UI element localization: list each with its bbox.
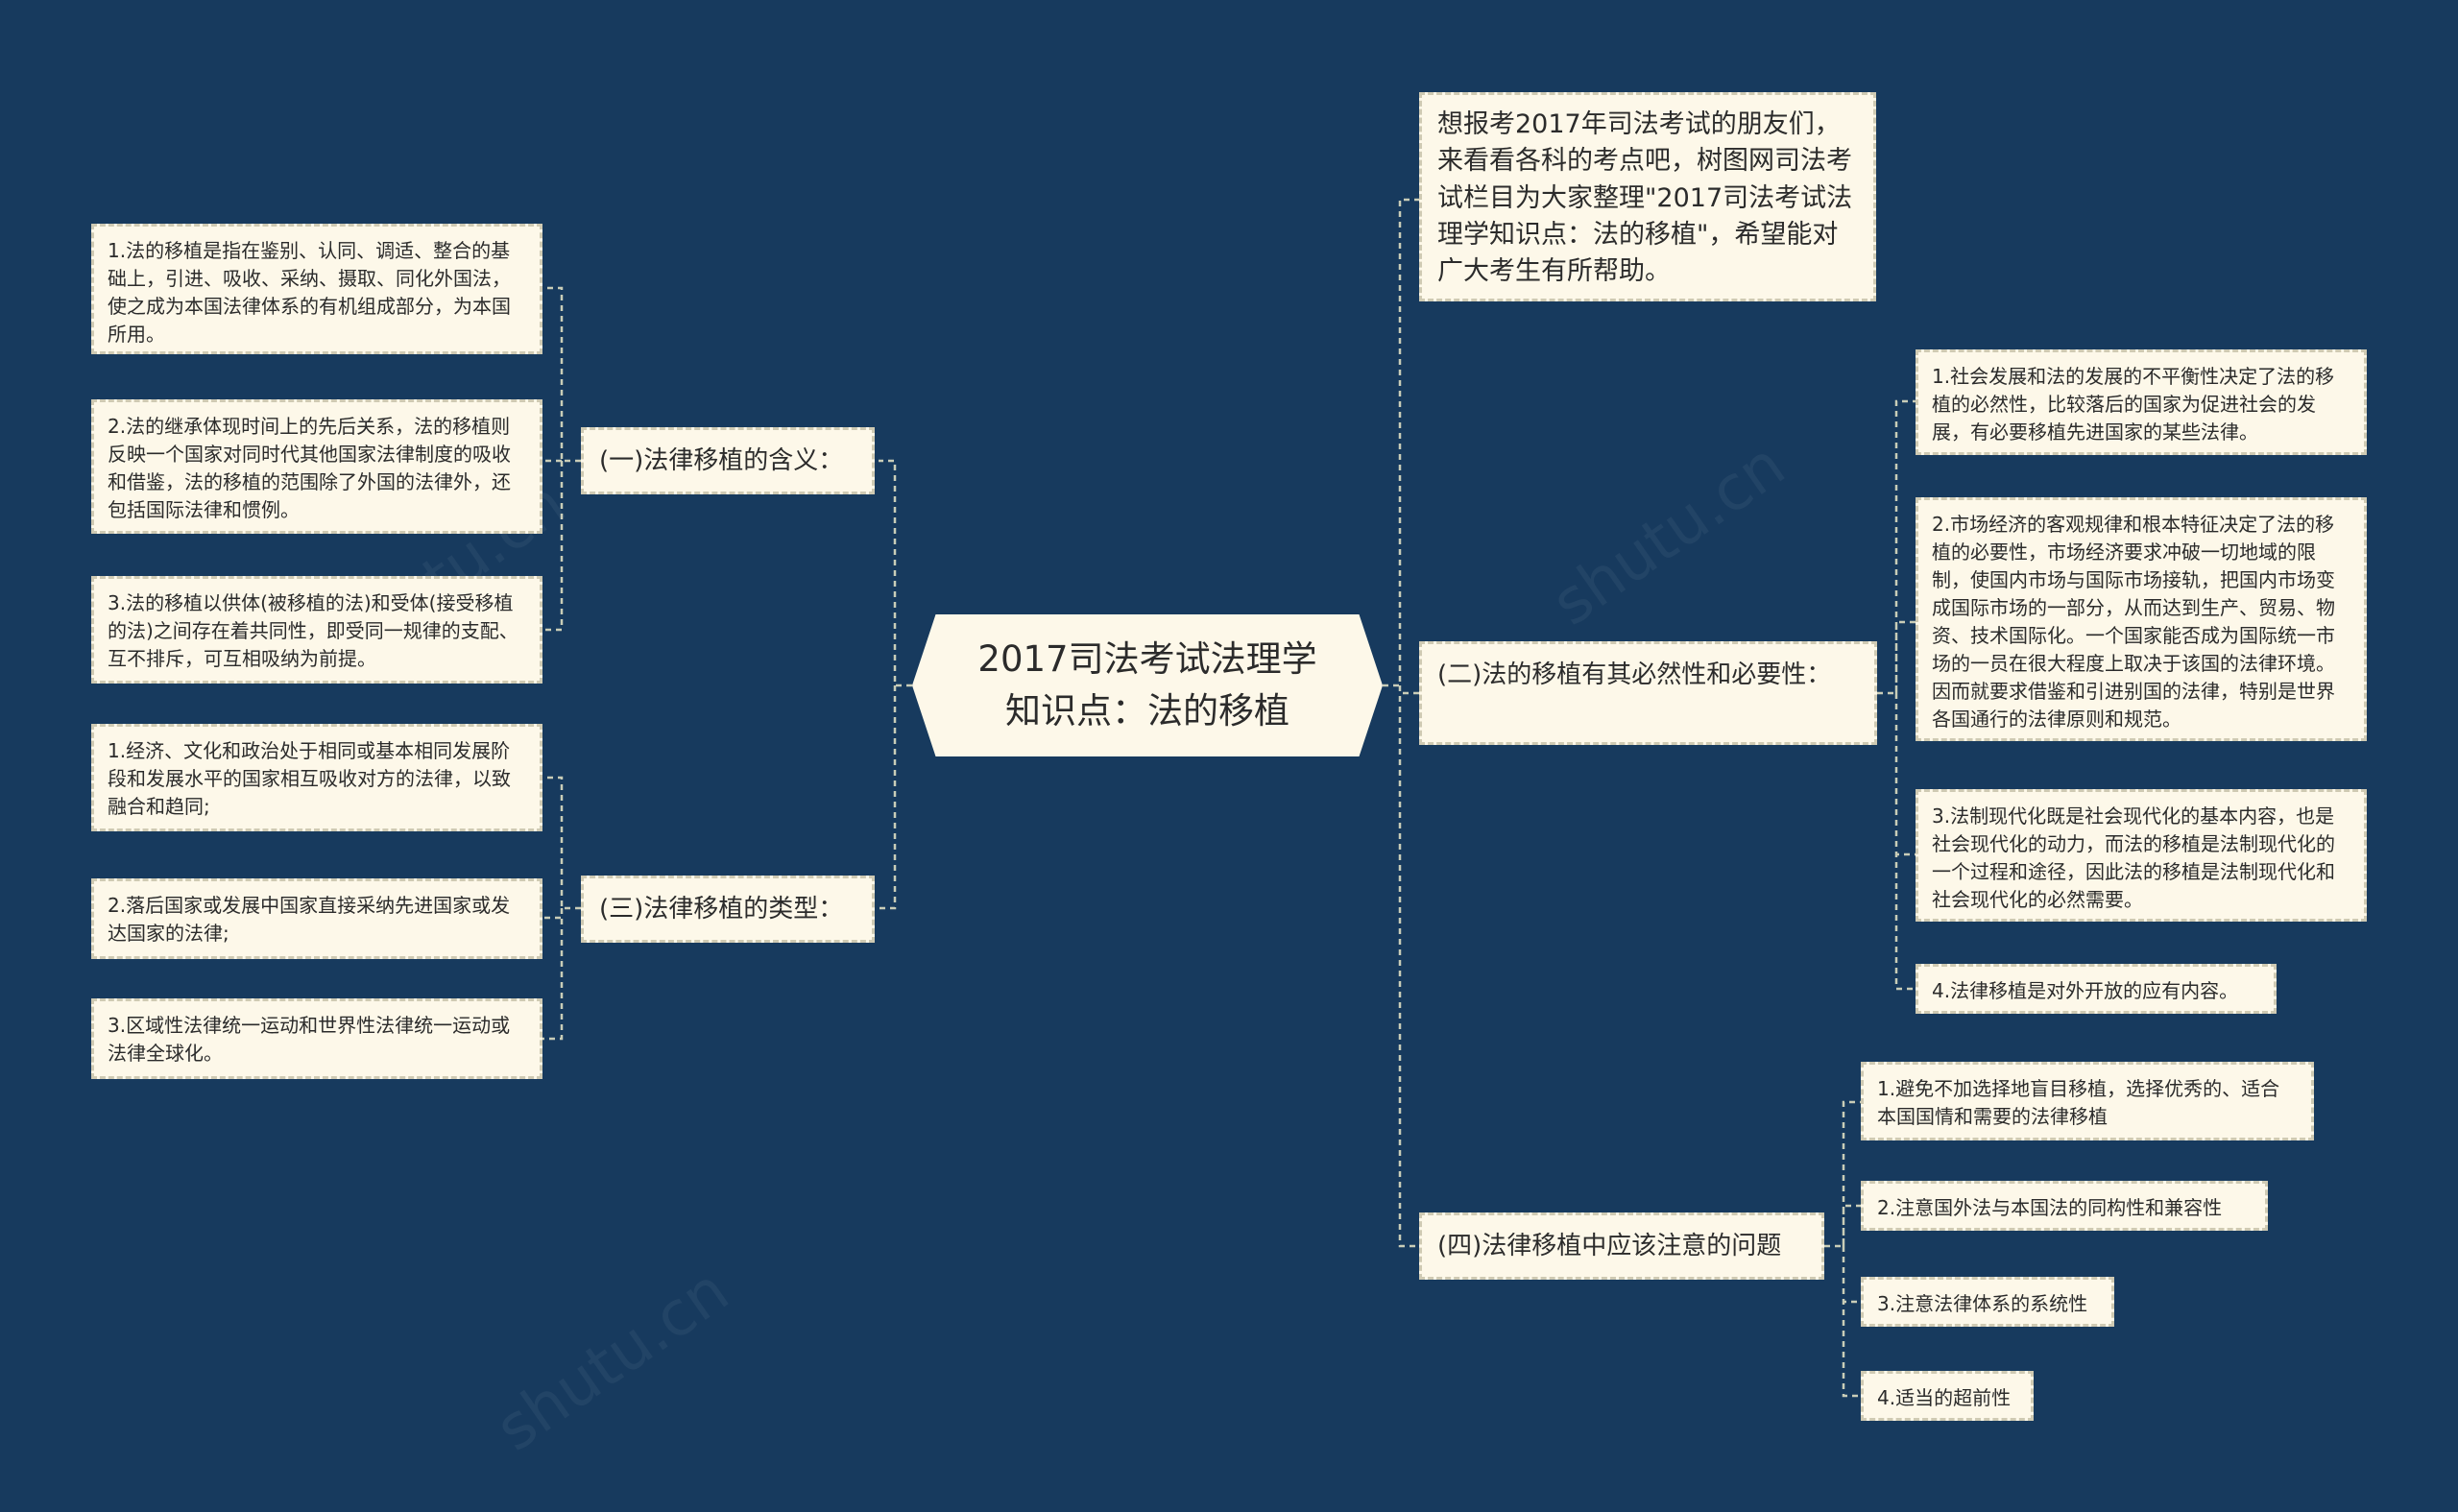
leaf-meaning-3[interactable]: 3.法的移植以供体(被移植的法)和受体(接受移植的法)之间存在着共同性，即受同一… (91, 576, 542, 684)
branch-meaning[interactable]: (一)法律移植的含义： (581, 427, 875, 494)
leaf-text: 4.法律移植是对外开放的应有内容。 (1932, 979, 2239, 1002)
leaf-notes-1[interactable]: 1.避免不加选择地盲目移植，选择优秀的、适合本国国情和需要的法律移植 (1861, 1062, 2314, 1140)
link-b3-leaves (542, 776, 581, 1041)
leaf-text: 1.社会发展和法的发展的不平衡性决定了法的移植的必然性，比较落后的国家为促进社会… (1932, 365, 2335, 444)
branch-types[interactable]: (三)法律移植的类型： (581, 876, 875, 943)
leaf-text: 3.注意法律体系的系统性 (1877, 1292, 2088, 1315)
leaf-text: 2.注意国外法与本国法的同构性和兼容性 (1877, 1196, 2223, 1219)
leaf-text: 1.法的移植是指在鉴别、认同、调适、整合的基础上，引进、吸收、采纳、摄取、同化外… (108, 239, 511, 346)
branch-label: (二)法的移植有其必然性和必要性： (1437, 660, 1832, 689)
leaf-meaning-2[interactable]: 2.法的继承体现时间上的先后关系，法的移植则反映一个国家对同时代其他国家法律制度… (91, 399, 542, 534)
link-b1-leaves (542, 286, 581, 632)
leaf-types-2[interactable]: 2.落后国家或发展中国家直接采纳先进国家或发达国家的法律; (91, 878, 542, 959)
branch-notes[interactable]: (四)法律移植中应该注意的问题 (1419, 1212, 1824, 1280)
leaf-text: 1.避免不加选择地盲目移植，选择优秀的、适合本国国情和需要的法律移植 (1877, 1077, 2280, 1128)
link-root-left (879, 459, 912, 910)
branch-label: (三)法律移植的类型： (599, 895, 844, 924)
leaf-text: 3.法制现代化既是社会现代化的基本内容，也是社会现代化的动力，而法的移植是法制现… (1932, 804, 2335, 911)
link-b2-leaves (1877, 399, 1916, 991)
leaf-necessity-4[interactable]: 4.法律移植是对外开放的应有内容。 (1916, 964, 2277, 1014)
leaf-text: 4.适当的超前性 (1877, 1386, 2012, 1409)
leaf-text: 2.法的继承体现时间上的先后关系，法的移植则反映一个国家对同时代其他国家法律制度… (108, 415, 511, 521)
root-title: 2017司法考试法理学知识点：法的移植 (977, 638, 1317, 732)
leaf-notes-2[interactable]: 2.注意国外法与本国法的同构性和兼容性 (1861, 1181, 2268, 1231)
leaf-text: 3.法的移植以供体(被移植的法)和受体(接受移植的法)之间存在着共同性，即受同一… (108, 591, 518, 670)
leaf-notes-4[interactable]: 4.适当的超前性 (1861, 1371, 2034, 1421)
leaf-types-3[interactable]: 3.区域性法律统一运动和世界性法律统一运动或法律全球化。 (91, 998, 542, 1079)
root-topic[interactable]: 2017司法考试法理学知识点：法的移植 (912, 614, 1383, 756)
leaf-notes-3[interactable]: 3.注意法律体系的系统性 (1861, 1277, 2114, 1327)
branch-necessity[interactable]: (二)法的移植有其必然性和必要性： (1419, 641, 1877, 745)
leaf-text: 3.区域性法律统一运动和世界性法律统一运动或法律全球化。 (108, 1014, 511, 1065)
leaf-text: 1.经济、文化和政治处于相同或基本相同发展阶段和发展水平的国家相互吸收对方的法律… (108, 739, 511, 818)
leaf-necessity-3[interactable]: 3.法制现代化既是社会现代化的基本内容，也是社会现代化的动力，而法的移植是法制现… (1916, 789, 2367, 922)
leaf-meaning-1[interactable]: 1.法的移植是指在鉴别、认同、调适、整合的基础上，引进、吸收、采纳、摄取、同化外… (91, 224, 542, 354)
leaf-necessity-1[interactable]: 1.社会发展和法的发展的不平衡性决定了法的移植的必然性，比较落后的国家为促进社会… (1916, 349, 2367, 455)
link-b4-leaves (1824, 1100, 1861, 1398)
branch-label: (四)法律移植中应该注意的问题 (1437, 1232, 1782, 1260)
leaf-text: 2.市场经济的客观规律和根本特征决定了法的移植的必要性，市场经济要求冲破一切地域… (1932, 513, 2335, 731)
branch-label: (一)法律移植的含义： (599, 446, 844, 475)
intro-note[interactable]: 想报考2017年司法考试的朋友们，来看看各科的考点吧，树图网司法考试栏目为大家整… (1419, 92, 1876, 301)
leaf-necessity-2[interactable]: 2.市场经济的客观规律和根本特征决定了法的移植的必要性，市场经济要求冲破一切地域… (1916, 497, 2367, 741)
intro-text: 想报考2017年司法考试的朋友们，来看看各科的考点吧，树图网司法考试栏目为大家整… (1437, 109, 1853, 287)
leaf-text: 2.落后国家或发展中国家直接采纳先进国家或发达国家的法律; (108, 894, 511, 945)
link-root-right (1383, 198, 1419, 1248)
leaf-types-1[interactable]: 1.经济、文化和政治处于相同或基本相同发展阶段和发展水平的国家相互吸收对方的法律… (91, 724, 542, 831)
